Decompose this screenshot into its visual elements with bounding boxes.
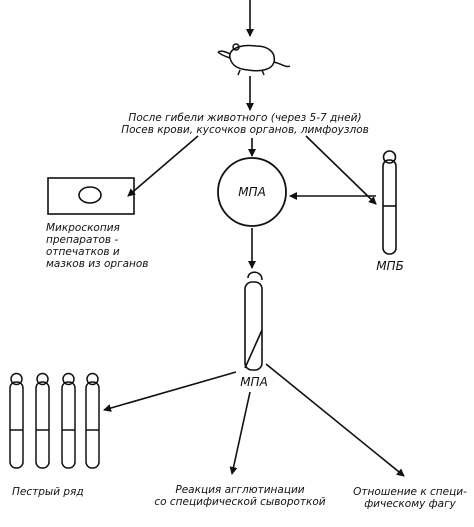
agglutination-text: Реакция агглютинации со специфической сы… xyxy=(142,484,338,508)
arrow-step-to-microscopy xyxy=(127,135,199,197)
microscopy-text: Микроскопия препаратов - отпечатков и ма… xyxy=(46,222,149,270)
arrow-slant-to-pestry xyxy=(103,371,237,412)
arrow-slant-to-agglutination xyxy=(229,391,251,475)
slant-label: МПА xyxy=(240,375,268,389)
microscopy-line3: отпечатков и xyxy=(46,246,120,258)
broth-label: МПБ xyxy=(376,259,404,273)
phage-text: Отношение к специ- фическому фагу xyxy=(350,486,470,510)
phage-line1: Отношение к специ- xyxy=(353,486,467,498)
mouse-icon xyxy=(217,43,291,76)
microscopy-line1: Микроскопия xyxy=(46,222,120,234)
agglutination-line1: Реакция агглютинации xyxy=(175,484,305,496)
broth-tube-mpb-icon xyxy=(382,150,397,255)
pestry-ryad-tubes-icon xyxy=(9,372,100,469)
agglutination-line2: со специфической сывороткой xyxy=(154,496,326,508)
microscopy-line2: препаратов - xyxy=(46,234,119,246)
pestry-ryad-label: Пестрый ряд xyxy=(12,486,84,498)
plate-label: МПА xyxy=(238,185,266,199)
slant-tube-mpa-icon xyxy=(244,271,263,371)
plate-mpa-icon xyxy=(217,157,287,227)
step-after-death-line2: Посев крови, кусочков органов, лимфоузло… xyxy=(121,124,369,136)
step-after-death-line1: После гибели животного (через 5-7 дней) xyxy=(128,112,362,124)
microscopy-line4: мазков из органов xyxy=(46,258,149,270)
arrow-step-to-broth xyxy=(305,135,377,205)
microscopy-slide-icon xyxy=(47,177,135,215)
phage-line2: фическому фагу xyxy=(364,498,456,510)
arrow-slant-to-phage xyxy=(265,363,405,477)
step-after-death-text: После гибели животного (через 5-7 дней) … xyxy=(100,112,390,136)
